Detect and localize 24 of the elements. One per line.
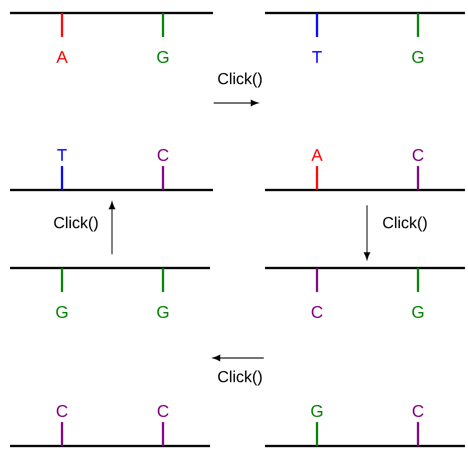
base-letter: A [56, 51, 68, 63]
base-letter: G [412, 306, 424, 318]
base-letter: G [412, 50, 424, 64]
base-letter: C [412, 404, 424, 418]
base-letter: G [311, 404, 322, 418]
base-letter: C [312, 306, 322, 318]
base-letter: T [312, 51, 322, 63]
base-letter: G [56, 306, 68, 318]
base-letter: G [157, 306, 168, 318]
arrow [212, 354, 264, 362]
edge-label: Click() [54, 216, 98, 232]
arrow [364, 204, 370, 260]
base-letter: G [157, 50, 168, 64]
edge-label: Click() [218, 72, 262, 88]
base-letter: A [311, 149, 323, 161]
edge-label: Click() [383, 216, 427, 232]
base-letter: C [158, 148, 168, 162]
arrow [108, 202, 116, 255]
base-letter: C [158, 404, 168, 418]
edge-label: Click() [218, 370, 262, 386]
arrow [213, 100, 258, 106]
base-letter: C [412, 148, 424, 162]
base-letter: C [56, 404, 68, 418]
base-letter: T [57, 149, 67, 161]
